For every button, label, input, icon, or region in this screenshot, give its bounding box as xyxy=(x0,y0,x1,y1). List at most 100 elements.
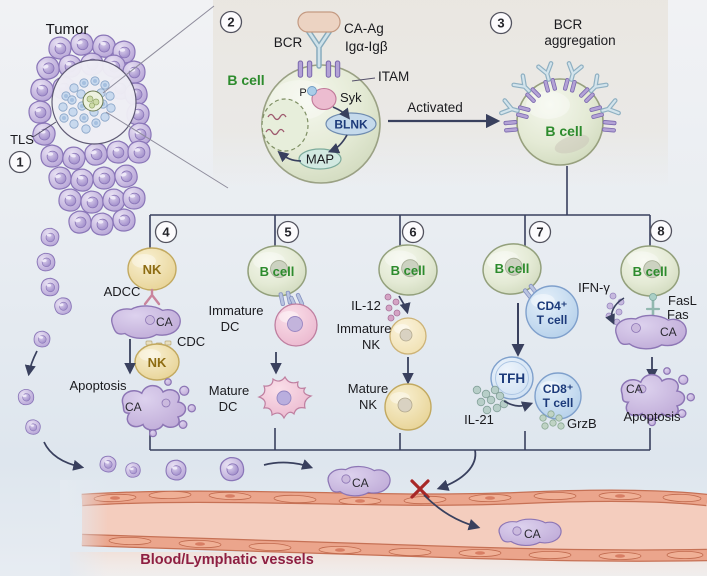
bcell-label: B cell xyxy=(545,123,582,139)
ca-antigen xyxy=(297,11,341,33)
ca-label: CA xyxy=(626,382,643,396)
block-arrow xyxy=(436,449,477,491)
svg-text:1: 1 xyxy=(16,155,23,170)
step3-bcr-aggregation: B cell BCR aggregation 3 xyxy=(489,11,619,166)
step1-badge: 1 xyxy=(8,150,32,174)
step7-badge: 7 xyxy=(528,220,552,244)
mature-nk-label1: Mature xyxy=(348,381,388,396)
tumor-cell-trail xyxy=(16,226,314,484)
il21-dots xyxy=(472,385,509,415)
cd8-label1: CD8⁺ xyxy=(543,382,573,396)
fas-label: Fas xyxy=(667,307,689,322)
tls-label: TLS xyxy=(10,132,34,147)
tfh-label: TFH xyxy=(499,371,525,386)
blnk-protein xyxy=(325,112,377,136)
cd8-label2: T cell xyxy=(543,396,574,410)
bcell-label: B cell xyxy=(260,264,295,279)
bcell-label: B cell xyxy=(391,263,426,278)
nk-label: NK xyxy=(143,262,162,277)
immature-dc-label1: Immature xyxy=(209,303,264,318)
blood-lymphatic-vessel: Blood/Lymphatic vessels xyxy=(60,480,707,576)
il12-arrow xyxy=(398,295,411,315)
step2-bcr-signaling: B cell BCR CA-Ag Igα-Igβ ITAM P Syk BLNK… xyxy=(219,10,501,184)
intravasation-arrow xyxy=(423,494,481,531)
phosphate xyxy=(307,86,317,96)
itam-label: ITAM xyxy=(378,69,409,84)
ifng-arrow xyxy=(605,297,625,325)
signal-arrows xyxy=(277,106,350,163)
vessel-left-fade xyxy=(60,480,108,576)
map-label: MAP xyxy=(306,152,334,167)
migration-arrow xyxy=(43,441,85,471)
migration-arrow xyxy=(263,459,314,470)
map-protein xyxy=(298,148,342,170)
bcr-label: BCR xyxy=(274,35,303,50)
tfh-cell xyxy=(490,356,534,400)
step2-badge: 2 xyxy=(219,10,243,34)
endothelial-cells xyxy=(93,490,704,561)
fasl-label: FasL xyxy=(668,293,697,308)
svg-text:6: 6 xyxy=(409,225,416,240)
step6-badge: 6 xyxy=(401,220,425,244)
cd4-tcell xyxy=(525,285,579,339)
syk-label: Syk xyxy=(340,90,362,105)
step8-fas-killing: B cell IFN-γ FasL Fas CA CA Apoptosis 8 xyxy=(578,219,697,427)
mature-dc-label2: DC xyxy=(219,399,238,414)
ca-label: CA xyxy=(352,476,369,490)
endothelial-nuclei xyxy=(110,494,625,558)
step6-nk-maturation: B cell IL-12 Immature NK Mature NK 6 xyxy=(337,220,440,431)
apoptosis-label: Apoptosis xyxy=(69,378,127,393)
step8-badge: 8 xyxy=(649,219,673,243)
antibody xyxy=(143,288,161,306)
grzb-dots xyxy=(539,410,565,430)
apoptosis-label: Apoptosis xyxy=(623,409,681,424)
bcr-aggregation-line2: aggregation xyxy=(544,33,615,48)
ca-label: CA xyxy=(156,315,173,329)
tls-pointer-line xyxy=(32,121,57,138)
itam-pointer-line xyxy=(351,77,376,82)
svg-text:5: 5 xyxy=(284,225,291,240)
cd4-label1: CD4⁺ xyxy=(537,299,567,313)
bcell-label: B cell xyxy=(495,261,530,276)
svg-text:4: 4 xyxy=(162,225,170,240)
tumor-label: Tumor xyxy=(46,21,89,38)
step5-badge: 5 xyxy=(276,220,300,244)
migration-arrow xyxy=(24,350,38,377)
step3-badge: 3 xyxy=(489,11,513,35)
svg-text:7: 7 xyxy=(536,225,543,240)
syk-protein xyxy=(311,87,337,111)
phosphate-label: P xyxy=(299,87,306,99)
activated-label: Activated xyxy=(407,100,463,115)
vessel-label: Blood/Lymphatic vessels xyxy=(140,552,314,568)
immature-dc-label2: DC xyxy=(221,319,240,334)
il21-arrow xyxy=(503,400,534,412)
blnk-label: BLNK xyxy=(334,118,368,132)
step4-badge: 4 xyxy=(154,220,178,244)
ca-label: CA xyxy=(660,325,677,339)
magnifier-cone-lines xyxy=(102,5,229,189)
mature-dc-label1: Mature xyxy=(209,383,249,398)
immature-nk-label2: NK xyxy=(362,337,380,352)
ca-ag-label: CA-Ag xyxy=(344,21,384,36)
adcc-label: ADCC xyxy=(104,284,141,299)
ca-label: CA xyxy=(125,400,142,414)
step5-dc-maturation: B cell Immature DC Mature DC 5 xyxy=(209,220,318,419)
bcell-label: B cell xyxy=(227,72,264,88)
ifng-label: IFN-γ xyxy=(578,280,610,295)
ca-label: CA xyxy=(524,527,541,541)
blocked-x-icon xyxy=(410,479,430,499)
svg-text:2: 2 xyxy=(227,15,234,30)
nk-cell xyxy=(134,343,180,381)
tls-lymphocytes xyxy=(58,76,116,134)
cdc-label: CDC xyxy=(177,334,205,349)
intravasation-scene: CA CA xyxy=(327,449,562,547)
cd4-label2: T cell xyxy=(537,313,568,327)
grzb-label: GrzB xyxy=(567,416,597,431)
dna-squiggle xyxy=(267,113,287,121)
mature-nk-label2: NK xyxy=(359,397,377,412)
nucleus xyxy=(261,98,309,152)
immature-nk-label1: Immature xyxy=(337,321,392,336)
step4-adcc-cdc: NK ADCC CA CDC NK Apoptosis CA 4 xyxy=(69,220,205,438)
